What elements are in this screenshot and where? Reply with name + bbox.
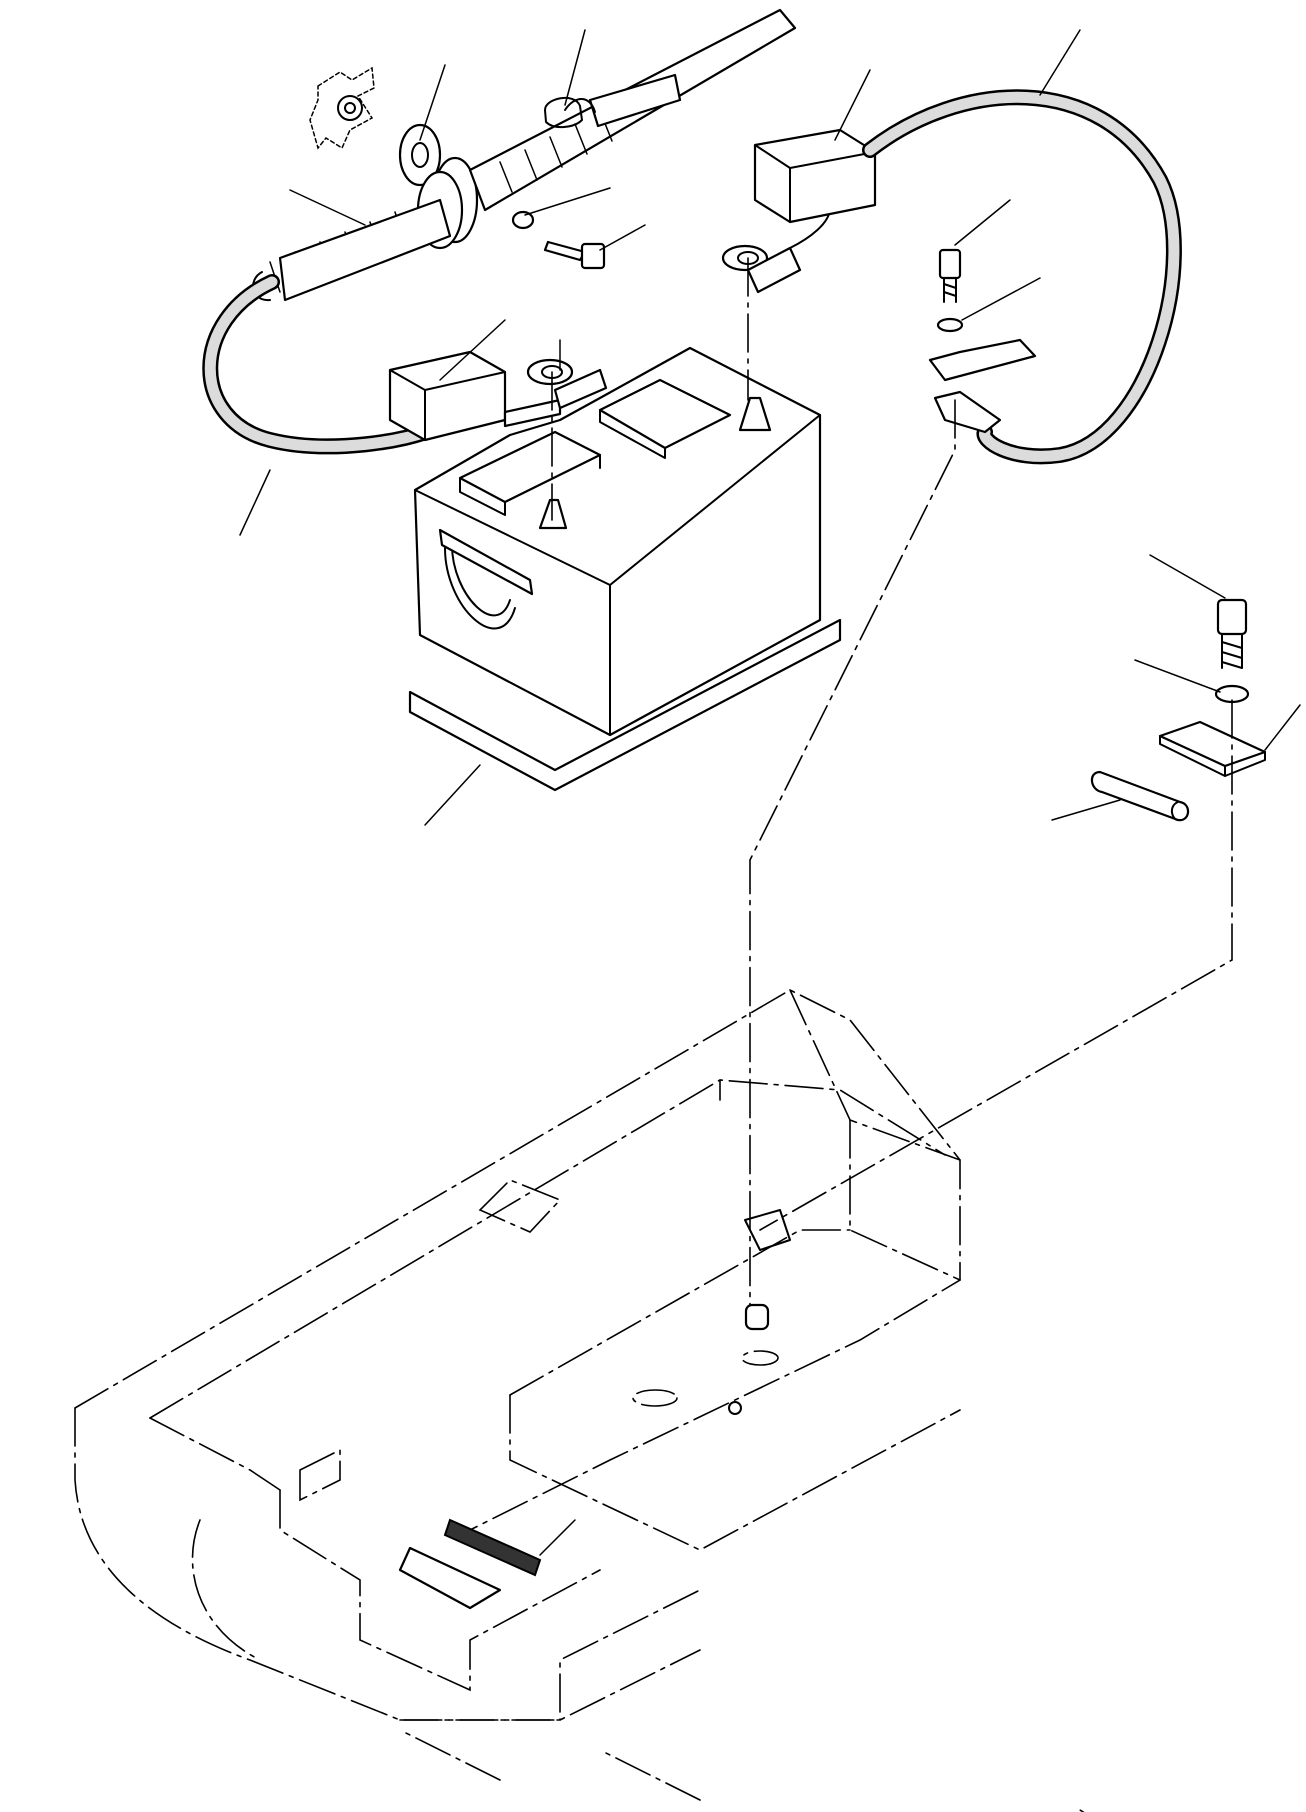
ring-terminal [928, 338, 1037, 434]
box-rubber-strip [398, 1518, 542, 1610]
corrugated-tube [252, 8, 797, 302]
battery-handle [438, 528, 534, 630]
rubber-pad [1090, 770, 1190, 822]
grommet-washer [511, 210, 535, 230]
leader-lines [239, 29, 1301, 1556]
washer [936, 317, 964, 333]
negative-ground-cable [202, 274, 438, 455]
grommet-bolt [543, 240, 606, 270]
battery [413, 346, 822, 737]
battery-box [74, 989, 1085, 1812]
terminal-cover-left [388, 350, 562, 442]
terminal-cover-right [753, 128, 877, 224]
battery-tray-pad [408, 618, 842, 792]
positive-cable [862, 89, 1182, 465]
terminal-clamp-left [526, 358, 608, 410]
terminal-clamp-right [721, 207, 831, 294]
hold-down-plate [1158, 720, 1267, 777]
wall-fragment [309, 66, 375, 150]
assembly-lines [551, 257, 1233, 1306]
cable-clamp [544, 96, 583, 128]
bolt [938, 248, 962, 303]
hold-down-bolt [1216, 598, 1248, 669]
